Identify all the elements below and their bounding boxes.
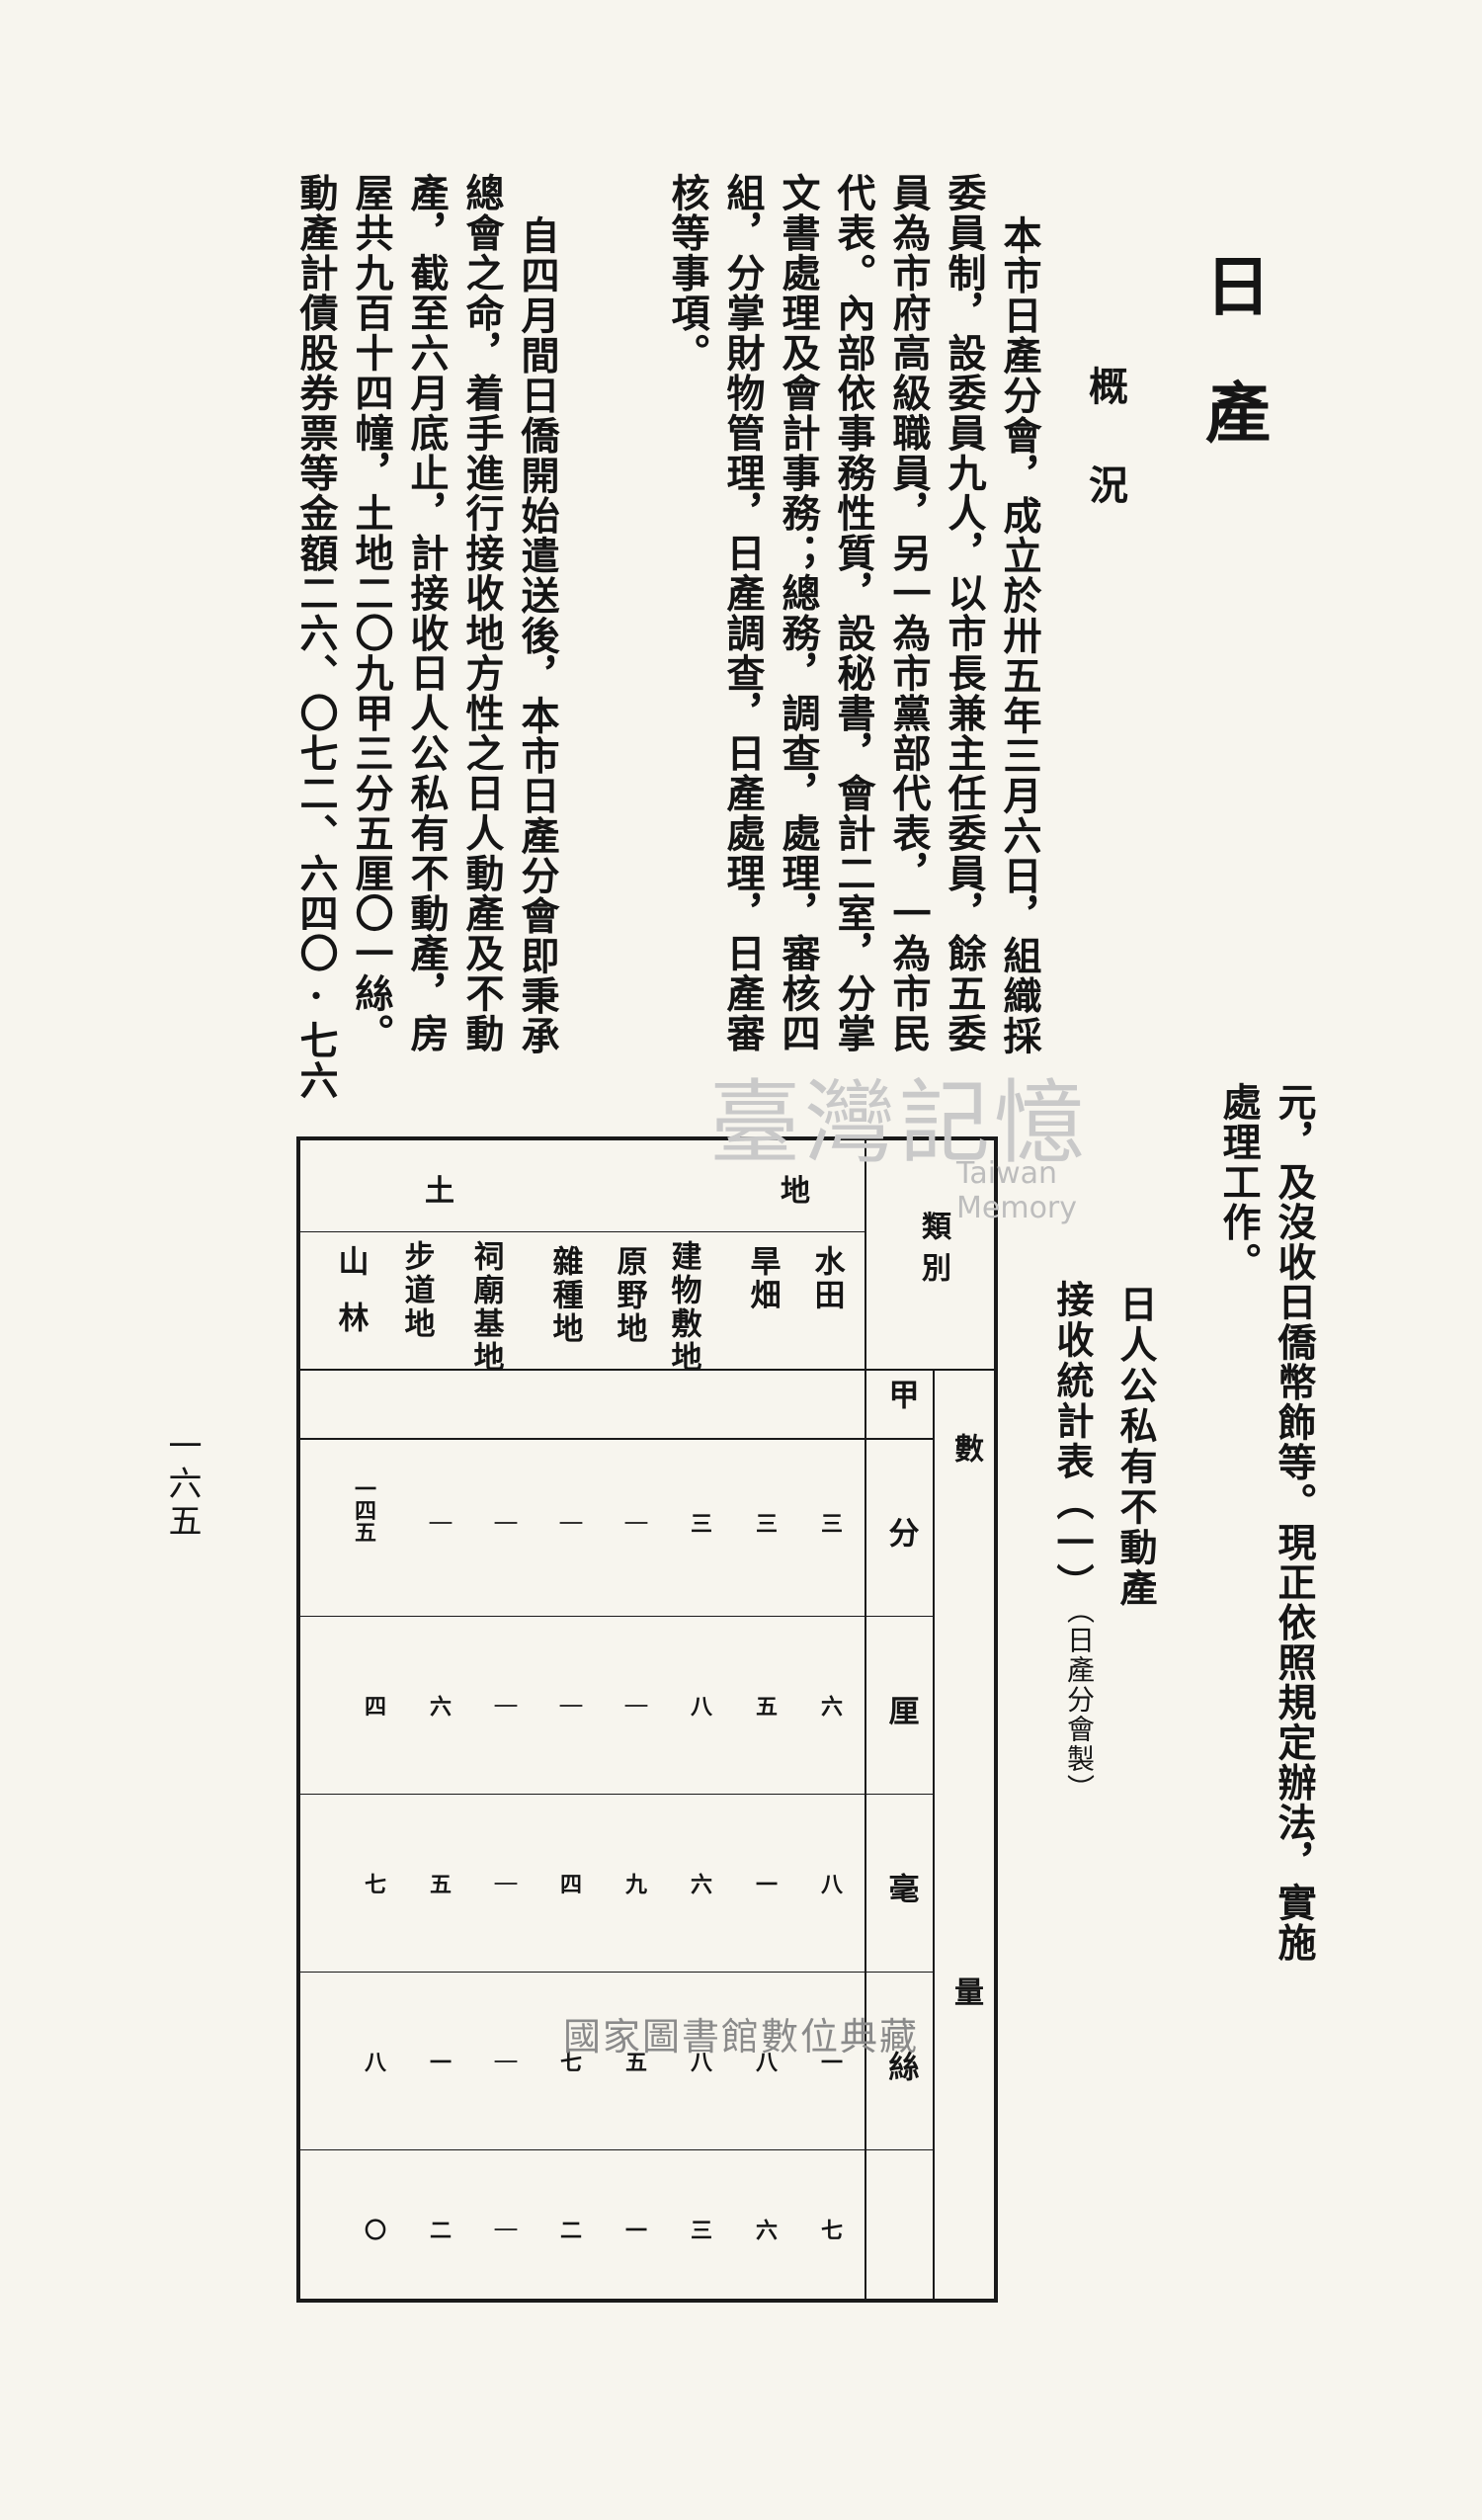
unit-jia: 甲 [882, 1379, 919, 1412]
para2-column: 產，截至六月底止，計接收日人公私有不動產，房 [404, 173, 450, 1053]
cell-value: 一 [426, 2051, 452, 2072]
cell-value: ｜ [491, 2219, 517, 2240]
cell-value: ｜ [621, 1512, 647, 1534]
cell-value: ｜ [491, 1512, 517, 1534]
cell-value: 三 [817, 1512, 843, 1534]
cell-value: ｜ [426, 1512, 452, 1534]
cell-value: ｜ [491, 1695, 517, 1717]
intro-column: 委員制，設委員九人，以市長兼主任委員，餘五委 [942, 173, 987, 1053]
group-land: 土地 [425, 1174, 1136, 1209]
cell-value: 五 [752, 1695, 778, 1717]
row-name: 旱畑 [744, 1245, 781, 1312]
page-number: 一六五 [162, 1428, 202, 1541]
table-title-line1: 日人公私有不動產 [1113, 1285, 1158, 1609]
continued-column: 元，及沒收日僑幣飾等。現正依照規定辦法，實施 [1272, 1082, 1317, 1963]
cell-value: 四 [556, 1873, 582, 1894]
cell-value: 一 [817, 2051, 843, 2072]
intro-column: 本市日產分會，成立於卅五年三月六日，組織採 [997, 215, 1042, 1056]
cell-value: 九 [621, 1873, 647, 1894]
cell-value: 七 [817, 2219, 843, 2240]
statistics-table: 類別 數量 土地 甲 分 厘 毫 絲 水田 旱畑 建物敷地 原野地 雜種地 祠廟… [296, 1136, 998, 2520]
cell-value: ｜ [491, 2051, 517, 2072]
intro-column: 核等事項。 [665, 173, 710, 374]
cell-value: 二 [556, 2219, 582, 2240]
para2-column: 自四月間日僑開始遣送後，本市日產分會即秉承 [515, 215, 560, 1056]
intro-column: 代表。內部依事務性質，設秘書，會計二室，分掌 [831, 173, 876, 1053]
row-name: 祠廟基地 [467, 1240, 504, 1375]
para2-column: 動產計債股券票等金額二六、〇七二、六四〇·七六 [293, 173, 339, 1101]
header-category: 類別 [916, 1211, 950, 1294]
cell-value: 一四五 [351, 1477, 376, 1543]
cell-value: 六 [817, 1695, 843, 1717]
row-name: 雜種地 [546, 1245, 583, 1346]
cell-value: ｜ [491, 1873, 517, 1894]
cell-value: 一 [621, 2219, 647, 2240]
cell-value: 二 [426, 2219, 452, 2240]
cell-value: 一 [752, 1873, 778, 1894]
cell-value: 八 [817, 1873, 843, 1894]
cell-value: 〇 [361, 2219, 386, 2240]
unit-fen: 分 [882, 1517, 919, 1551]
cell-value: 六 [426, 1695, 452, 1717]
intro-column: 文書處理及會計事務；總務，調查，處理，審核四 [776, 173, 821, 1053]
page-heading: 日產 [1194, 252, 1272, 505]
watermark-title: 臺灣記憶 [709, 1070, 1090, 1176]
cell-value: 三 [752, 1512, 778, 1534]
cell-value: 七 [361, 1873, 386, 1894]
section-title: 概況 [1082, 366, 1128, 563]
watermark-subtitle: Taiwan Memory [956, 1156, 1078, 1225]
cell-value: 三 [687, 1512, 712, 1534]
para2-column: 總會之命，着手進行接收地方性之日人動產及不動 [459, 173, 505, 1053]
continued-column: 處理工作。 [1216, 1082, 1262, 1283]
cell-value: 八 [687, 1695, 712, 1717]
cell-value: 四 [361, 1695, 386, 1717]
cell-value: ｜ [556, 1695, 582, 1717]
header-quantity: 數量 [948, 1433, 983, 2520]
cell-value: 六 [752, 2219, 778, 2240]
cell-value: 五 [426, 1873, 452, 1894]
archive-footer: 國家圖書館數位典藏 [562, 2015, 919, 2058]
cell-value: 六 [687, 1873, 712, 1894]
row-name: 山林 [332, 1245, 369, 1358]
cell-value: 三 [687, 2219, 712, 2240]
unit-li: 厘 [882, 1695, 919, 1728]
taiwan-memory-watermark: 臺灣記憶 Taiwan Memory [709, 1050, 1184, 1225]
row-name: 水田 [808, 1245, 845, 1312]
cell-value: 八 [752, 2051, 778, 2072]
cell-value: ｜ [556, 1512, 582, 1534]
para2-column: 屋共九百十四幢，土地二〇九甲三分五厘〇一絲。 [349, 173, 394, 1053]
row-name: 原野地 [611, 1245, 647, 1346]
cell-value: 八 [687, 2051, 712, 2072]
intro-column: 組，分掌財物管理，日產調查，日產處理，日產審 [720, 173, 766, 1053]
cell-value: 八 [361, 2051, 386, 2072]
cell-value: 五 [621, 2051, 647, 2072]
table-source-note: （日產分會製） [1063, 1596, 1096, 1804]
table-title-line2: 接收統計表（一） [1050, 1280, 1095, 1604]
intro-column: 員為市府高級職員，另一為市黨部代表，一為市民 [886, 173, 932, 1053]
unit-hao: 毫 [882, 1873, 919, 1906]
cell-value: ｜ [621, 1695, 647, 1717]
row-name: 步道地 [398, 1240, 435, 1341]
row-name: 建物敷地 [665, 1240, 701, 1375]
cell-value: 七 [556, 2051, 582, 2072]
